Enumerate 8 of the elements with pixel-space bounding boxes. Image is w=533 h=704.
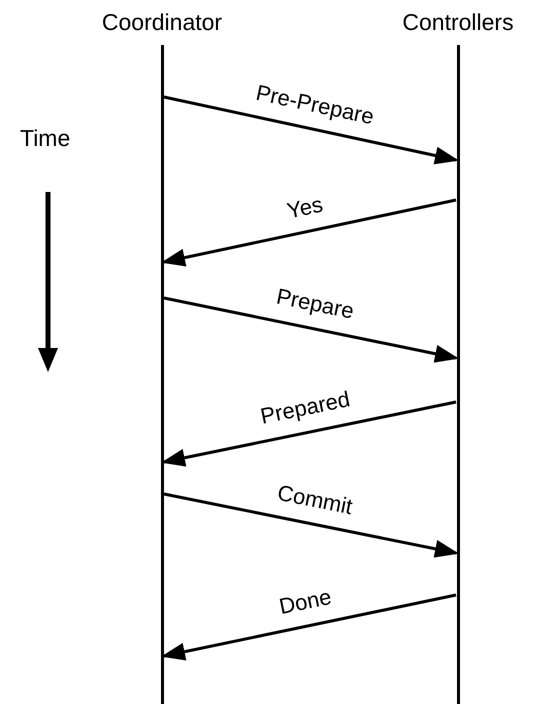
edge-label: Yes	[284, 191, 326, 224]
edge-label: Done	[276, 584, 334, 620]
edge-label: Prepare	[274, 284, 356, 325]
edge-label: Prepared	[258, 386, 352, 430]
axis-label: Time	[20, 124, 70, 152]
lifeline-label: Controllers	[401, 8, 515, 36]
lifeline-label: Coordinator	[100, 8, 224, 36]
edge-label: Commit	[274, 480, 354, 520]
